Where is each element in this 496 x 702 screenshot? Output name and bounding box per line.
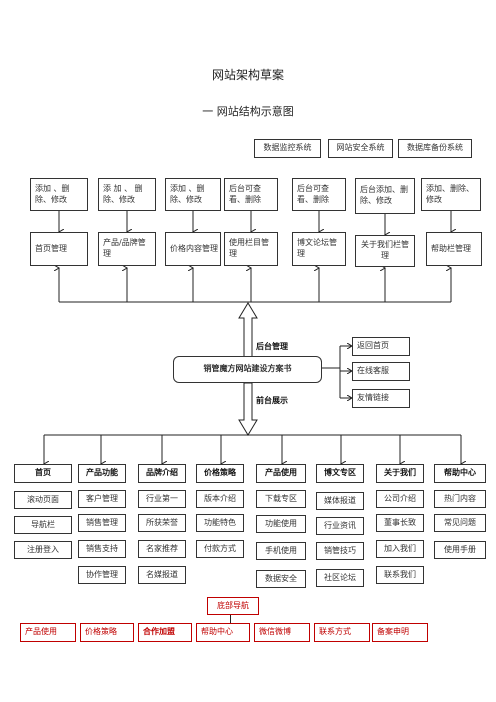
column-item: 所获荣誉 xyxy=(138,514,186,532)
column-item: 公司介绍 xyxy=(376,490,424,508)
section-heading: 一 网站结构示意图 xyxy=(202,105,294,118)
system-security: 网站安全系统 xyxy=(328,139,393,158)
footer-nav-item[interactable]: 联系方式 xyxy=(314,623,370,642)
column-item: 使用手册 xyxy=(434,541,486,559)
footer-nav-item[interactable]: 微信微博 xyxy=(254,623,310,642)
column-item: 董事长致 xyxy=(376,514,424,532)
column-item: 导航栏 xyxy=(14,516,72,534)
column-header: 品牌介绍 xyxy=(138,464,186,483)
footer-connector xyxy=(230,615,231,623)
column-item: 常见问题 xyxy=(434,514,486,532)
backend-op: 后台可查看、删除 xyxy=(292,178,346,211)
backend-op: 添加 、删除、修改 xyxy=(165,178,221,211)
backend-module: 帮助栏管理 xyxy=(426,232,482,266)
column-item: 下载专区 xyxy=(256,490,306,508)
footer-nav-item[interactable]: 帮助中心 xyxy=(196,623,250,642)
footer-nav-item[interactable]: 价格策略 xyxy=(80,623,134,642)
footer-nav-item[interactable]: 产品使用 xyxy=(20,623,76,642)
column-header: 产品使用 xyxy=(256,464,306,483)
column-item: 销售支持 xyxy=(78,540,126,558)
backend-op: 添 加 、 删除、修改 xyxy=(98,178,156,211)
column-item: 名家推荐 xyxy=(138,540,186,558)
backend-label: 后台管理 xyxy=(256,342,288,351)
system-monitoring: 数据监控系统 xyxy=(254,139,321,158)
column-item: 注册登入 xyxy=(14,541,72,559)
quick-link: 返回首页 xyxy=(352,337,410,356)
column-item: 名媒报道 xyxy=(138,566,186,584)
backend-op: 添加 、删除、修改 xyxy=(30,178,88,211)
column-header: 首页 xyxy=(14,464,72,483)
column-item: 付款方式 xyxy=(196,540,244,558)
column-item: 热门内容 xyxy=(434,490,486,508)
column-item: 版本介绍 xyxy=(196,490,244,508)
backend-module: 价格内容管理 xyxy=(165,232,221,266)
backend-op: 后台可查看、删除 xyxy=(224,178,278,211)
backend-module: 产品/品牌管理 xyxy=(98,232,156,266)
column-item: 社区论坛 xyxy=(316,569,364,587)
system-db-backup: 数据库备份系统 xyxy=(398,139,472,158)
column-item: 滚动页面 xyxy=(14,491,72,509)
column-item: 销管技巧 xyxy=(316,542,364,560)
document-title: 网站架构草案 xyxy=(211,68,284,82)
column-header: 产品功能 xyxy=(78,464,126,483)
quick-link: 友情链接 xyxy=(352,389,410,408)
column-item: 媒体报道 xyxy=(316,492,364,510)
column-header: 帮助中心 xyxy=(434,464,486,483)
column-item: 功能使用 xyxy=(256,515,306,533)
backend-module: 关于我们栏管理 xyxy=(355,235,415,267)
column-header: 关于我们 xyxy=(376,464,424,483)
column-item: 功能特色 xyxy=(196,514,244,532)
column-header: 价格策略 xyxy=(196,464,244,483)
column-item: 联系我们 xyxy=(376,566,424,584)
quick-link: 在线客服 xyxy=(352,362,410,381)
backend-module: 博文论坛管理 xyxy=(292,232,346,266)
column-item: 行业第一 xyxy=(138,490,186,508)
column-item: 销售管理 xyxy=(78,514,126,532)
center-node: 销管魔方网站建设方案书 xyxy=(173,356,322,383)
column-item: 手机使用 xyxy=(256,542,306,560)
footer-nav-item[interactable]: 备案申明 xyxy=(372,623,428,642)
column-item: 协作管理 xyxy=(78,566,126,584)
frontend-label: 前台展示 xyxy=(256,396,288,405)
column-item: 加入我们 xyxy=(376,540,424,558)
column-item: 数据安全 xyxy=(256,570,306,588)
backend-module: 使用栏目管理 xyxy=(224,232,278,266)
column-item: 行业资讯 xyxy=(316,517,364,535)
backend-op: 后台添加、删除、修改 xyxy=(355,178,415,214)
column-item: 客户管理 xyxy=(78,490,126,508)
backend-op: 添加、删除、修改 xyxy=(421,178,481,211)
footer-nav-label: 底部导航 xyxy=(207,597,259,615)
backend-module: 首页管理 xyxy=(30,232,88,266)
column-header: 博文专区 xyxy=(316,464,364,483)
footer-nav-item[interactable]: 合作加盟 xyxy=(138,623,192,642)
